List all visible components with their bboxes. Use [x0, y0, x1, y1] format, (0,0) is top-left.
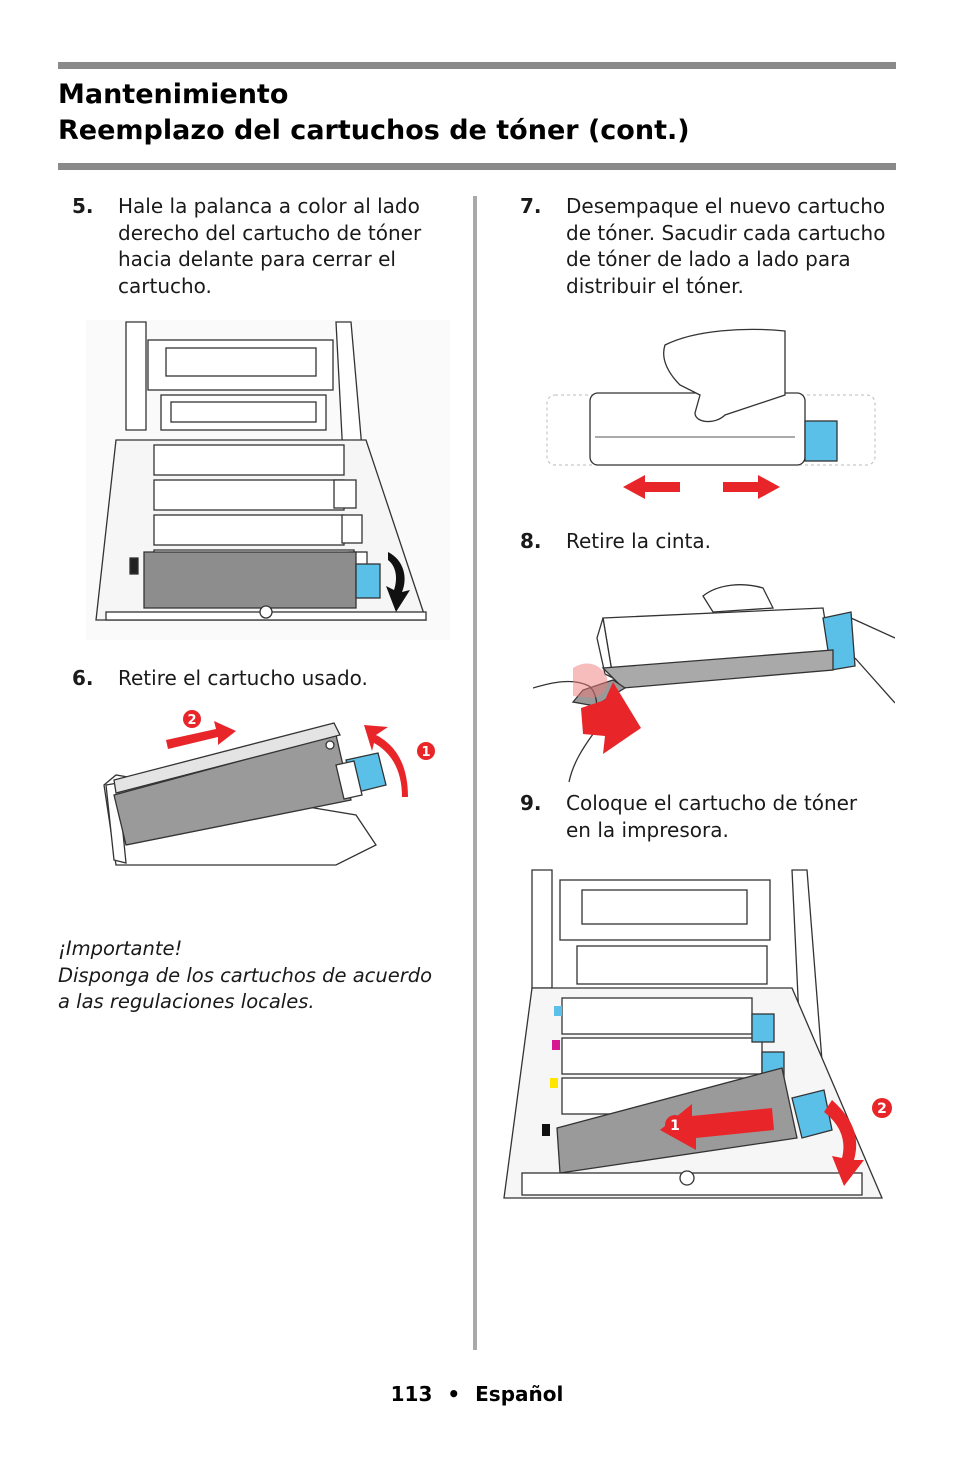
- note-heading: ¡Importante!: [58, 937, 183, 960]
- step-text-line: Retire el cartucho usado.: [118, 666, 368, 690]
- column-divider: [473, 196, 477, 1350]
- step-text-line: Hale la palanca a color al lado: [118, 194, 420, 218]
- page-number: 113: [390, 1382, 433, 1406]
- step-text-line: de tóner de lado a lado para: [566, 247, 851, 271]
- step-6: 6. Retire el cartucho usado.: [72, 665, 462, 692]
- callout-2-label: 2: [877, 1101, 887, 1117]
- step-number: 6.: [72, 666, 94, 690]
- step-text-line: Retire la cinta.: [566, 529, 711, 553]
- step-text-line: cartucho.: [118, 273, 212, 298]
- footer-bullet: •: [447, 1382, 461, 1406]
- install-cartridge-illustration: 1 2: [503, 869, 892, 1199]
- important-note: ¡Importante! Disponga de los cartuchos d…: [58, 936, 458, 1016]
- step-text-line: de tóner. Sacudir cada cartucho: [566, 220, 886, 245]
- step-number: 9.: [520, 791, 542, 815]
- step-number: 7.: [520, 194, 542, 218]
- bottom-rule: [58, 163, 896, 170]
- footer-language: Español: [475, 1382, 564, 1406]
- callout-1-label: 1: [421, 745, 430, 760]
- step-9: 9. Coloque el cartucho de tóner en la im…: [520, 790, 910, 843]
- printer-lever-illustration: [86, 320, 450, 640]
- shake-cartridge-illustration: [546, 328, 876, 499]
- step-5: 5. Hale la palanca a color al lado derec…: [72, 193, 462, 299]
- step-7: 7. Desempaque el nuevo cartucho de tóner…: [520, 193, 910, 299]
- step-text-line: en la impresora.: [566, 817, 729, 842]
- step-8: 8. Retire la cinta.: [520, 528, 910, 555]
- note-text-line: a las regulaciones locales.: [58, 990, 315, 1013]
- step-text-line: hacia delante para cerrar el: [118, 247, 396, 271]
- remove-cartridge-illustration: 2 1: [103, 710, 435, 866]
- step-number: 8.: [520, 529, 542, 553]
- step-text-line: distribuir el tóner.: [566, 273, 744, 298]
- callout-2-label: 2: [187, 713, 196, 728]
- remove-tape-illustration: [533, 584, 895, 783]
- step-number: 5.: [72, 194, 94, 218]
- step-text-line: Coloque el cartucho de tóner: [566, 791, 858, 815]
- page-title: Reemplazo del cartuchos de tóner (cont.): [58, 115, 690, 146]
- top-rule: [58, 62, 896, 69]
- step-text-line: Desempaque el nuevo cartucho: [566, 194, 886, 218]
- step-text-line: derecho del cartucho de tóner: [118, 220, 422, 245]
- callout-1-label: 1: [670, 1118, 680, 1134]
- page-footer: 113 • Español: [0, 1382, 954, 1406]
- section-title: Mantenimiento: [58, 79, 289, 110]
- note-text-line: Disponga de los cartuchos de acuerdo: [58, 963, 433, 987]
